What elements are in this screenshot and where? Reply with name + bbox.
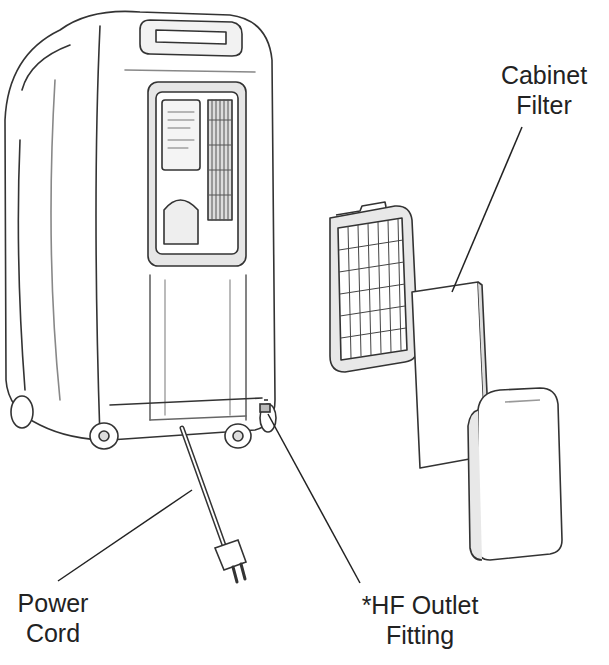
fitting-nozzle [264,399,268,401]
part-label: Power Cord [8,588,98,648]
wheel [11,396,33,428]
leader-lines [58,127,522,583]
power-cord [182,428,246,582]
panel-line [125,70,255,72]
hf-fitting [260,400,270,412]
cover-detail [505,400,540,402]
wheel-hub [233,431,243,441]
base-line [150,416,246,420]
wheels [11,396,276,449]
housing-edge [96,26,100,438]
cord-outline [182,428,225,548]
base-line [110,398,262,405]
filter-frame-inner [338,218,407,360]
filter-parts [330,202,562,560]
leader-line [452,127,522,292]
plug-prong [233,564,245,582]
leader-line [268,414,360,583]
housing-outline [5,11,275,440]
cover-side [468,410,482,560]
recess-detail [164,200,198,244]
wheel-hub [99,431,109,441]
cord-fill [182,428,225,548]
carry-handle [140,20,242,56]
filter-grille [208,100,232,220]
housing-contour [51,80,60,400]
filter-label [162,100,200,170]
part-label: Cabinet Filter [488,60,600,120]
handle-grip [156,30,226,44]
filter-grille-bars [212,100,228,220]
rear-channel [165,280,230,415]
filter-grid [339,240,406,338]
wheel [225,424,251,448]
filter-tab [336,202,386,215]
wheel [90,423,118,449]
concentrator-body [5,11,275,440]
leader-line [58,490,192,581]
filter-grille-bars [208,120,232,195]
filter-recess-inner [156,92,238,254]
filter-recess [148,82,246,266]
housing-contour [18,140,25,390]
rear-channel [150,275,246,420]
part-label: *HF Outlet Fitting [345,590,495,650]
fitting-body [260,404,270,412]
filter-frame [330,206,418,372]
filter-cover [478,388,562,560]
wheel [260,404,276,432]
housing-contour [22,45,70,90]
filter-label-lines [168,112,194,148]
